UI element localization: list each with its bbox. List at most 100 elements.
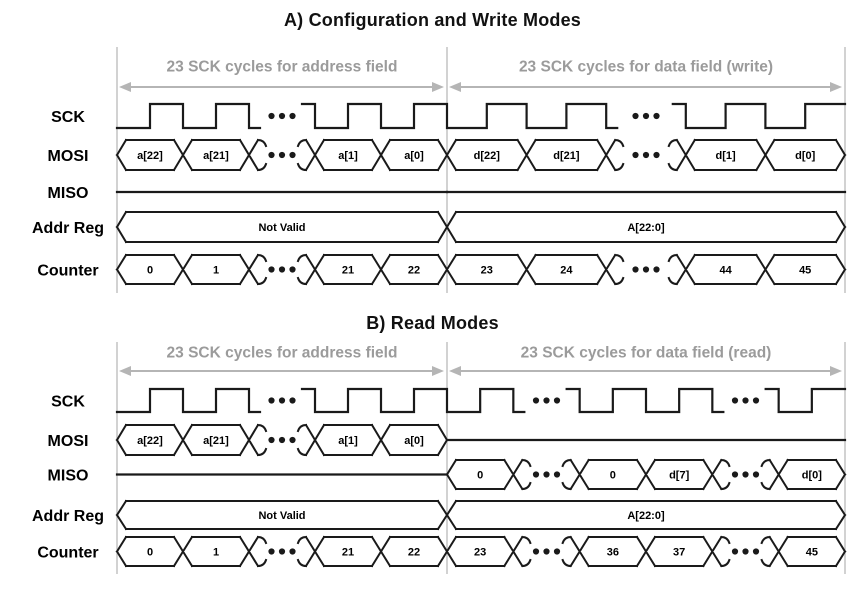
clock-break-dots-icon xyxy=(752,397,760,404)
bus-cell-text: 0 xyxy=(477,469,483,481)
arrowhead-right-icon xyxy=(830,82,842,92)
clock-break-dots-icon xyxy=(289,397,296,404)
clock-break-dots-icon xyxy=(278,112,286,120)
bus-break-dots-icon xyxy=(268,548,275,555)
clock-break-dots-icon xyxy=(731,397,739,404)
bus-break-dots-icon xyxy=(268,436,275,444)
bus-cell-text: 0 xyxy=(610,469,616,481)
bus-shape xyxy=(115,535,847,568)
bus-cell-text: a[0] xyxy=(404,150,424,162)
signal-row-addr-reg: Addr Reg Not Valid A[22:0] xyxy=(32,210,847,244)
bus-break-dots-icon xyxy=(278,548,286,555)
bus-cell-text: a[22] xyxy=(137,435,163,447)
row-label-counter: Counter xyxy=(37,262,98,279)
clock-break-dots-icon xyxy=(278,397,286,404)
clock-break-dots-icon xyxy=(532,397,540,404)
arrowhead-left-icon xyxy=(119,82,131,92)
bus-cell-text: 22 xyxy=(408,264,420,276)
bus-shape xyxy=(115,138,847,172)
bus-break-dots-icon xyxy=(289,151,296,159)
bus-cell-text: A[22:0] xyxy=(627,510,665,522)
row-label-addr-reg: Addr Reg xyxy=(32,220,104,237)
bus-break-dots-icon xyxy=(742,548,749,555)
bus-break-dots-icon xyxy=(289,266,296,273)
clock-break-dots-icon xyxy=(642,112,650,120)
arrowhead-left-icon xyxy=(449,82,461,92)
bus-shape xyxy=(445,458,847,491)
bus-cell-text: d[0] xyxy=(795,150,816,162)
arrowhead-left-icon xyxy=(449,366,461,376)
bus-break-dots-icon xyxy=(553,471,561,478)
arrowhead-right-icon xyxy=(432,82,444,92)
bus-cell-text: 45 xyxy=(799,264,811,276)
bus-break-dots-icon xyxy=(632,151,639,159)
span-label: 23 SCK cycles for data field (read) xyxy=(521,345,772,362)
bus-cell-text: 24 xyxy=(560,264,573,276)
signal-row-sck: SCK xyxy=(51,387,847,414)
bus-cell-text: 1 xyxy=(213,264,219,276)
bus-cell-text: 21 xyxy=(342,264,354,276)
bus-cell-text: 21 xyxy=(342,546,354,558)
bus-break-dots-icon xyxy=(278,266,286,273)
bus-break-dots-icon xyxy=(553,548,561,555)
clock-break-dots-icon xyxy=(268,112,275,120)
bus-cell-text: a[22] xyxy=(137,150,163,162)
bus-break-dots-icon xyxy=(653,151,660,159)
bus-shape xyxy=(115,423,449,457)
bus-break-dots-icon xyxy=(532,471,540,478)
bus-break-dots-icon xyxy=(268,266,275,273)
bus-break-dots-icon xyxy=(532,548,540,555)
bus-cell-text: a[0] xyxy=(404,435,424,447)
section-a-title: A) Configuration and Write Modes xyxy=(283,10,582,30)
row-label-mosi: MOSI xyxy=(48,148,89,165)
bus-break-dots-icon xyxy=(543,548,550,555)
bus-cell-text: Not Valid xyxy=(258,510,305,522)
bus-cell-text: d[22] xyxy=(474,150,501,162)
bus-cell-text: d[0] xyxy=(802,469,823,481)
bus-break-dots-icon xyxy=(268,151,275,159)
bus-cell-text: a[1] xyxy=(338,150,358,162)
clock-break-dots-icon xyxy=(268,397,275,404)
clock-break-dots-icon xyxy=(742,397,749,404)
row-label-counter: Counter xyxy=(37,544,98,561)
clock-break-dots-icon xyxy=(632,112,639,120)
bus-cell-text: d[1] xyxy=(716,150,737,162)
bus-shape xyxy=(115,253,847,286)
signal-row-addr-reg: Addr Reg Not Valid A[22:0] xyxy=(32,499,847,531)
arrowhead-left-icon xyxy=(119,366,131,376)
row-label-mosi: MOSI xyxy=(48,433,89,450)
bus-break-dots-icon xyxy=(742,471,749,478)
clock-waveform xyxy=(115,387,847,414)
bus-break-dots-icon xyxy=(653,266,660,273)
bus-cell-text: 45 xyxy=(806,546,818,558)
row-label-miso: MISO xyxy=(48,467,89,484)
clock-break-dots-icon xyxy=(553,397,561,404)
section-b-title: B) Read Modes xyxy=(366,313,499,333)
bus-break-dots-icon xyxy=(543,471,550,478)
bus-cell-text: 1 xyxy=(213,546,219,558)
bus-cell-text: 23 xyxy=(481,264,493,276)
bus-break-dots-icon xyxy=(642,266,650,273)
bus-break-dots-icon xyxy=(289,548,296,555)
bus-cell-text: 44 xyxy=(719,264,732,276)
bus-cell-text: Not Valid xyxy=(258,222,305,234)
bus-break-dots-icon xyxy=(278,151,286,159)
clock-break-dots-icon xyxy=(543,397,550,404)
row-label-addr-reg: Addr Reg xyxy=(32,508,104,525)
span-arrow xyxy=(449,366,842,376)
bus-shape xyxy=(115,210,847,244)
row-label-sck: SCK xyxy=(51,393,85,410)
bus-break-dots-icon xyxy=(278,436,286,444)
clock-break-dots-icon xyxy=(653,112,660,120)
bus-cell-text: 23 xyxy=(474,546,486,558)
bus-cell-text: A[22:0] xyxy=(627,222,665,234)
bus-cell-text: 22 xyxy=(408,546,420,558)
bus-break-dots-icon xyxy=(731,548,739,555)
